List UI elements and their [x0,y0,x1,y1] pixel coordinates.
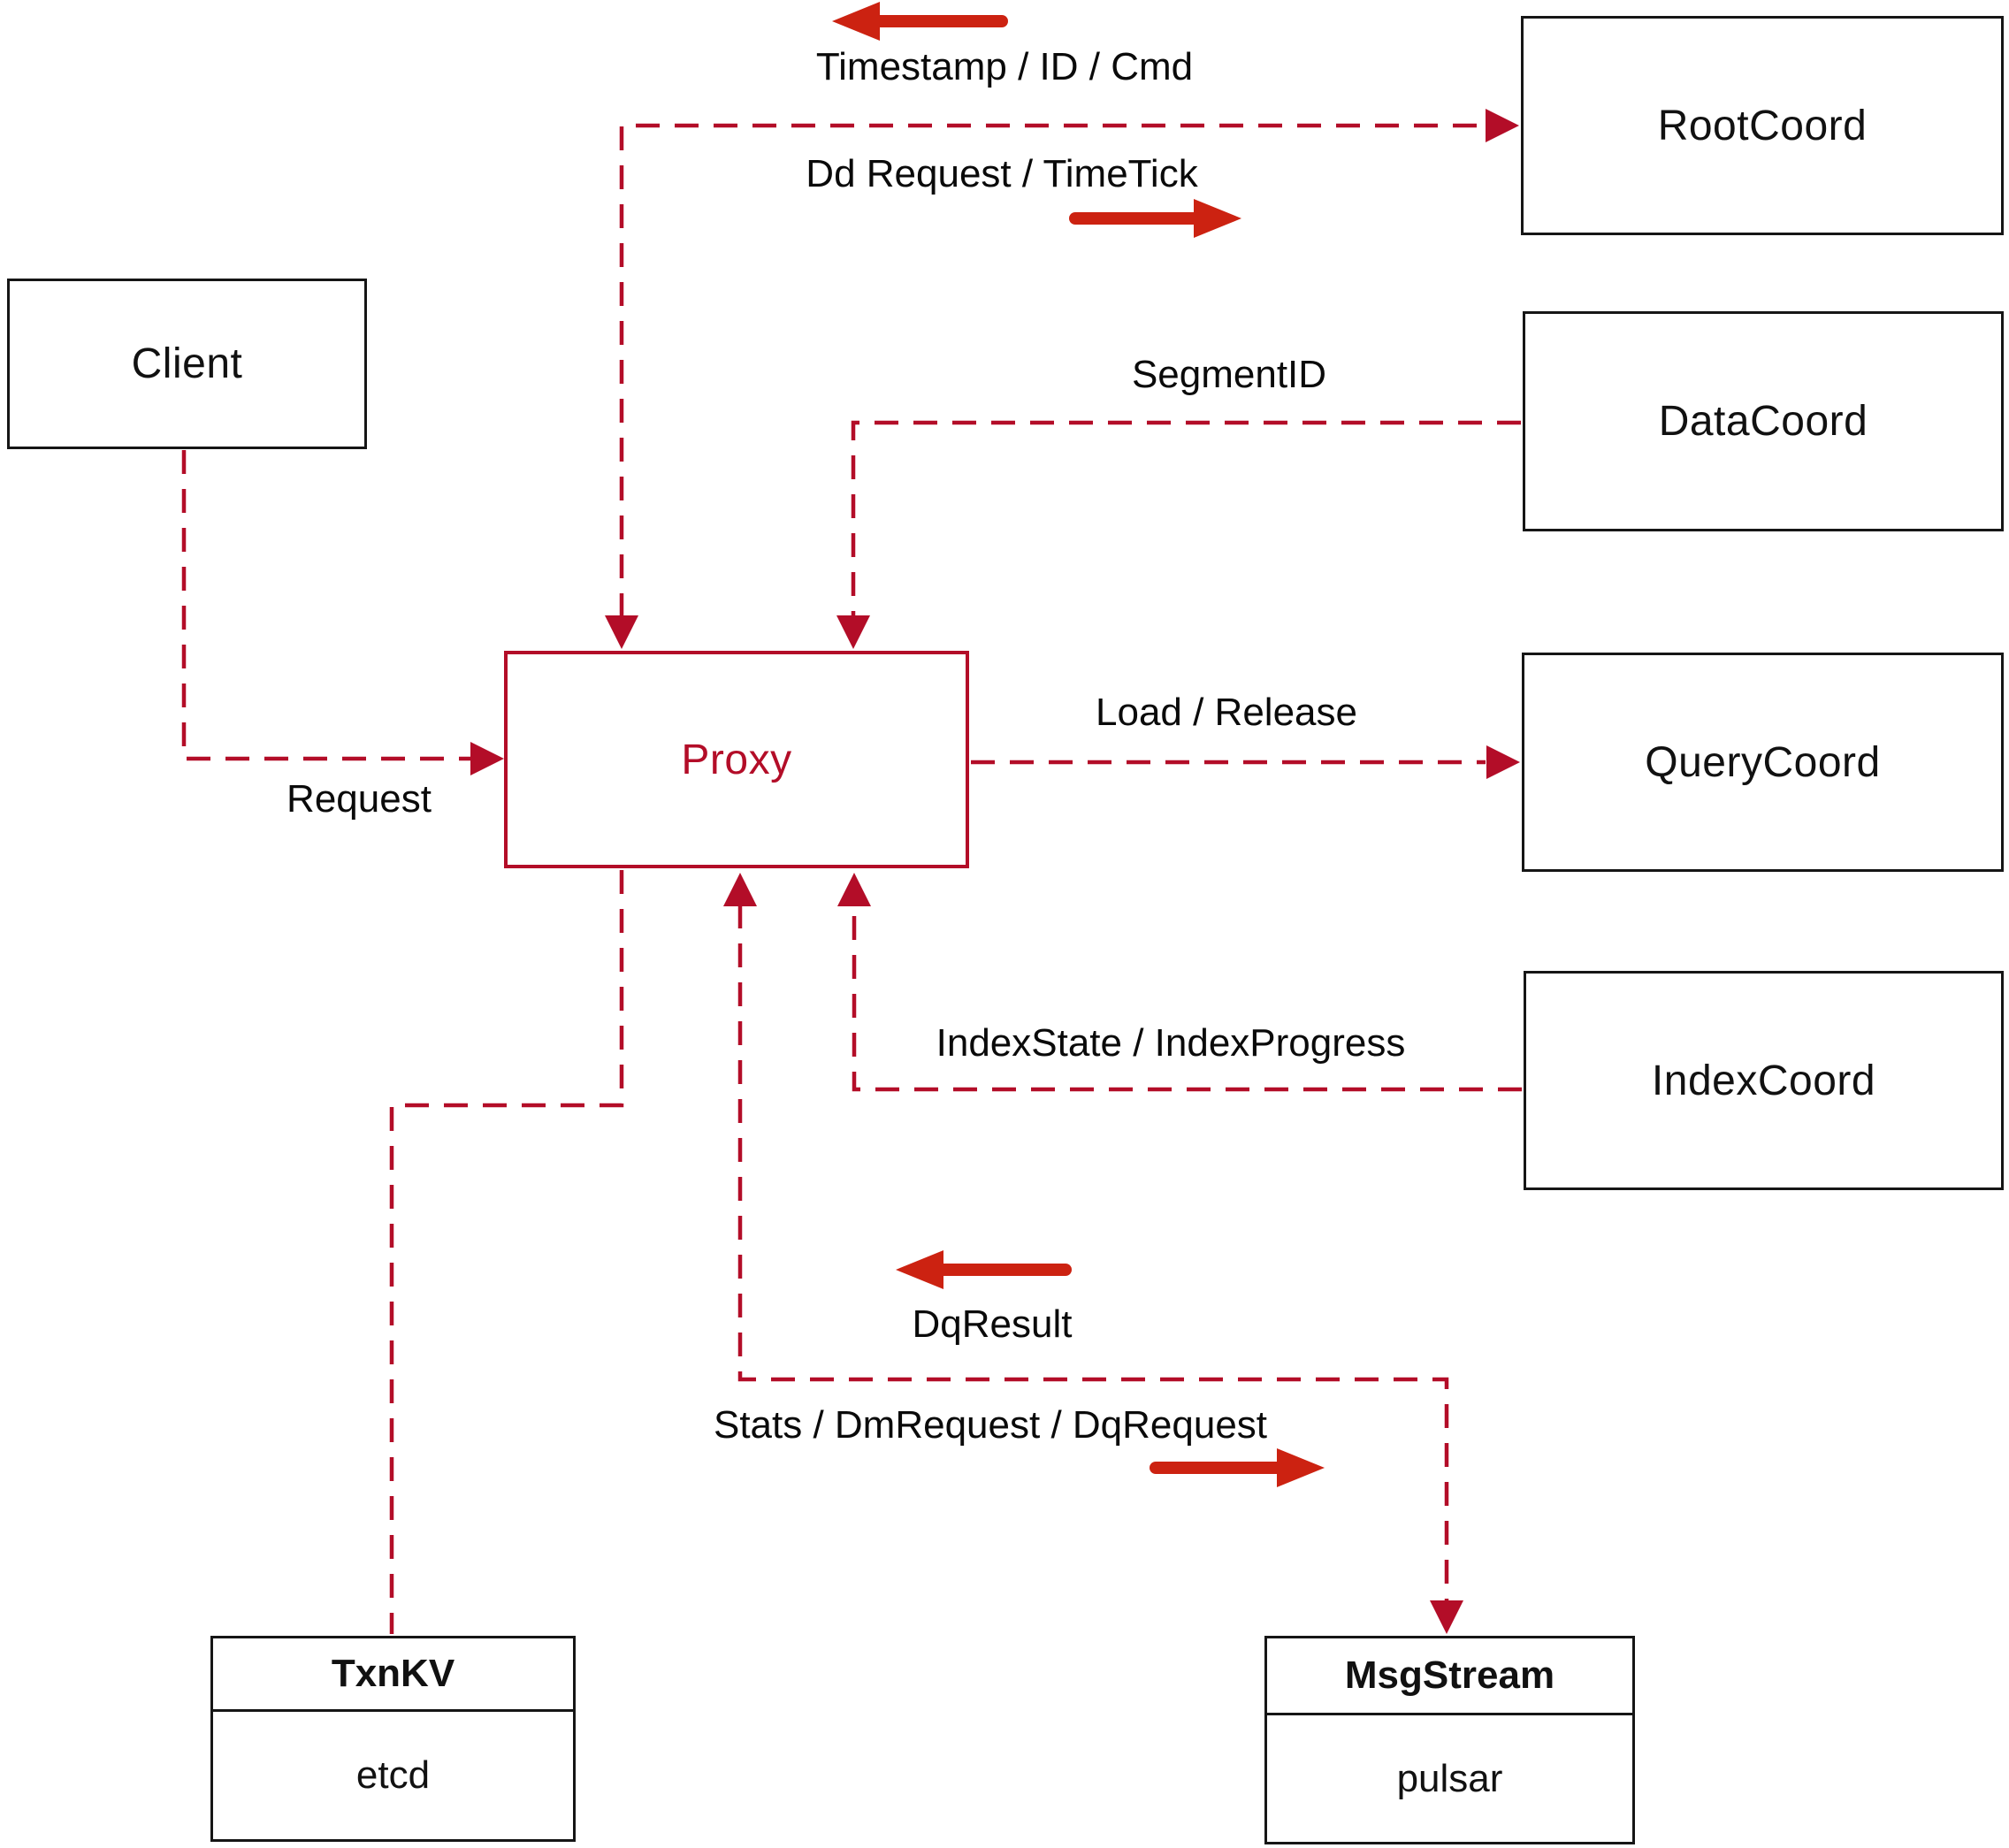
timestamp-direction-arrow-icon [832,2,880,41]
msgstream-arrowhead-icon [1430,1600,1463,1634]
txnkv-node-impl: etcd [355,1753,431,1797]
txnkv-node: TxnKV etcd [210,1636,576,1842]
proxy-bottom-right-arrowhead-icon [837,873,871,906]
proxy-txnkv-connector [389,870,624,1634]
client-proxy-connector [181,450,472,761]
datacoord-node: DataCoord [1523,311,2004,531]
timestamp-id-cmd-label: Timestamp / ID / Cmd [815,45,1194,88]
msgstream-node-impl: pulsar [1396,1756,1503,1800]
msgstream-node: MsgStream pulsar [1264,1636,1635,1844]
request-label: Request [286,777,432,821]
querycoord-arrowhead-icon [1486,745,1520,779]
proxy-top-right-arrowhead-icon [836,615,870,649]
dd-request-timetick-label: Dd Request / TimeTick [806,152,1198,195]
datacoord-proxy-connector [851,420,1521,617]
proxy-msgstream-connector [737,905,1449,1600]
client-proxy-arrowhead-icon [470,742,504,775]
load-release-label: Load / Release [1096,691,1357,734]
proxy-node: Proxy [504,651,969,868]
stats-direction-arrow-icon [1277,1448,1325,1487]
rootcoord-node-label: RootCoord [1657,102,1868,149]
querycoord-node-label: QueryCoord [1645,738,1881,786]
querycoord-node: QueryCoord [1522,653,2004,872]
stats-dmrequest-dqrequest-label: Stats / DmRequest / DqRequest [713,1403,1268,1447]
proxy-top-left-arrowhead-icon [605,615,638,649]
proxy-rootcoord-connector [619,123,1487,617]
txnkv-node-title: TxnKV [213,1638,573,1712]
indexcoord-node: IndexCoord [1524,971,2004,1190]
indexcoord-proxy-connector [852,905,1522,1092]
rootcoord-arrowhead-icon [1486,109,1519,142]
proxy-node-label: Proxy [681,736,792,783]
dd-request-direction-arrow-icon [1194,199,1241,238]
rootcoord-node: RootCoord [1521,16,2004,235]
proxy-bottom-left-arrowhead-icon [723,873,757,906]
segmentid-label: SegmentID [1131,353,1327,396]
indexcoord-node-label: IndexCoord [1651,1057,1876,1104]
indexstate-indexprogress-label: IndexState / IndexProgress [936,1021,1406,1065]
client-node: Client [7,279,367,449]
client-node-label: Client [131,340,243,387]
datacoord-node-label: DataCoord [1658,398,1868,445]
dqresult-label: DqResult [912,1302,1073,1346]
msgstream-node-title: MsgStream [1267,1638,1632,1715]
dqresult-direction-arrow-icon [896,1250,943,1289]
